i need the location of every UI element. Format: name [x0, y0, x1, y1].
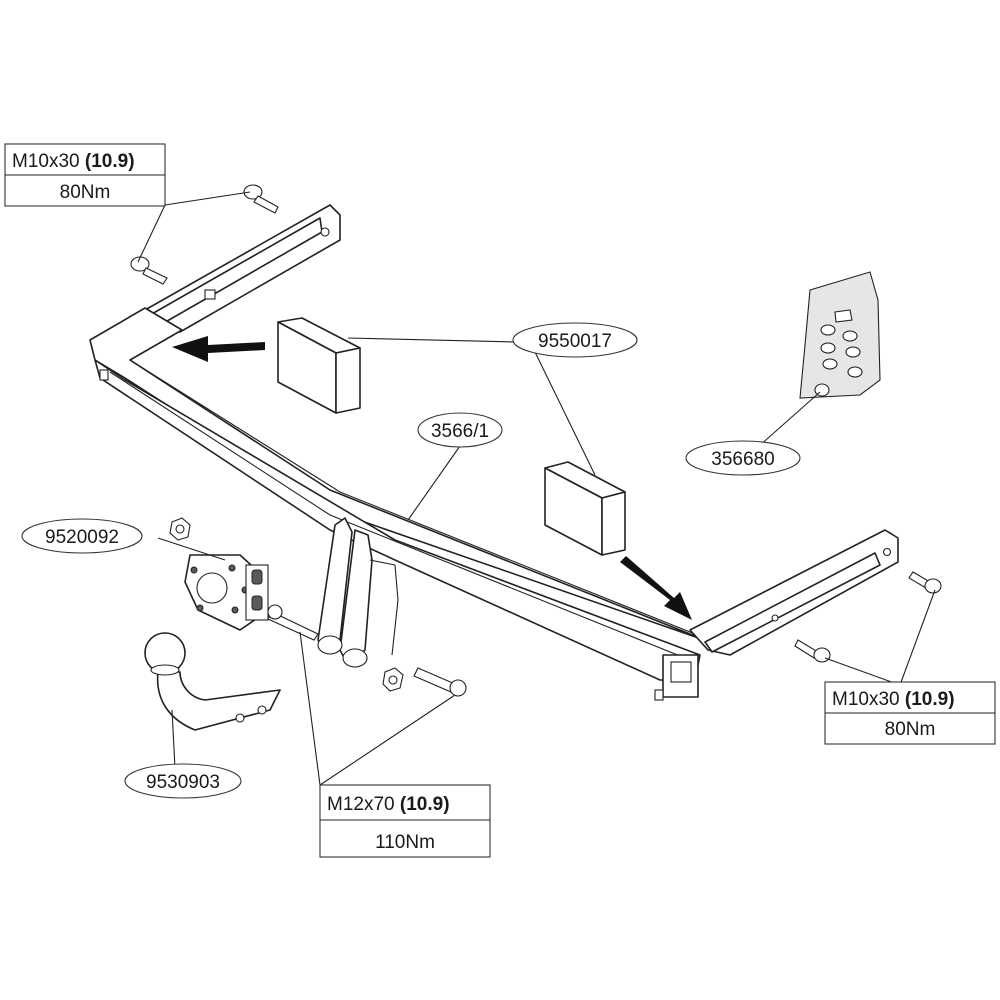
leader-socket-plate: [157, 537, 226, 561]
leader-bolt-center: [299, 631, 456, 786]
nut-center: [382, 667, 404, 692]
svg-text:M12x70 (10.9): M12x70 (10.9): [327, 794, 450, 815]
leader-towball: [171, 709, 176, 769]
bolt-center-short: [413, 667, 467, 697]
bolt-right-grade: (10.9): [905, 689, 955, 710]
arrow-lower: [620, 556, 692, 620]
hitch-mount-bracket: [317, 517, 399, 668]
bolt-top-left-upper: [243, 184, 279, 214]
right-side-arm: [689, 529, 899, 656]
bolt-top-left-grade: (10.9): [85, 151, 135, 172]
leader-bolt-kit: [757, 391, 821, 448]
bolt-center-spec: M12x70: [327, 794, 395, 815]
leader-crossbar: [407, 445, 461, 521]
spacer-block-lower: [544, 461, 626, 556]
label-bolt-kit-part: 356680: [685, 440, 801, 476]
label-bolt-center: M12x70 (10.9) 110Nm: [319, 784, 491, 858]
bolt-center-torque: 110Nm: [375, 832, 435, 853]
socket-plate-part-number: 9520092: [45, 527, 119, 548]
label-crossbar-part: 3566/1: [417, 412, 503, 448]
spacer-part-number: 9550017: [538, 331, 612, 352]
towball-part-number: 9530903: [146, 772, 220, 793]
label-bolt-right: M10x30 (10.9) 80Nm: [824, 681, 996, 745]
crossbar: [89, 307, 721, 701]
bolt-top-left-torque: 80Nm: [60, 182, 111, 203]
crossbar-part-number: 3566/1: [431, 421, 489, 442]
bolt-right-lower: [794, 639, 831, 663]
svg-text:M10x30 (10.9): M10x30 (10.9): [832, 689, 955, 710]
leader-bolt-top-left: [137, 191, 251, 263]
leader-bolt-right: [824, 589, 936, 686]
label-socket-plate-part: 9520092: [21, 518, 143, 554]
label-towball-part: 9530903: [124, 763, 242, 799]
socket-plate: [184, 554, 269, 631]
arrow-upper: [172, 336, 265, 362]
bolt-kit-plate: [799, 271, 881, 399]
bolt-top-left-lower: [130, 256, 168, 285]
spacer-block-upper: [277, 317, 361, 414]
bolt-center-grade: (10.9): [400, 794, 450, 815]
label-bolt-top-left: M10x30 (10.9) 80Nm: [4, 143, 166, 207]
label-spacer-part: 9550017: [512, 322, 638, 358]
bolt-right-torque: 80Nm: [885, 719, 936, 740]
nut-socket-plate: [169, 517, 191, 541]
svg-text:M10x30 (10.9): M10x30 (10.9): [12, 151, 135, 172]
bolt-top-left-spec: M10x30: [12, 151, 80, 172]
towball: [144, 632, 281, 731]
bolt-center-long: [267, 604, 319, 641]
left-side-arm: [144, 204, 341, 333]
bolt-right-spec: M10x30: [832, 689, 900, 710]
bolt-kit-part-number: 356680: [711, 449, 774, 470]
leader-spacer: [347, 337, 596, 476]
bolt-right-upper: [908, 571, 942, 594]
